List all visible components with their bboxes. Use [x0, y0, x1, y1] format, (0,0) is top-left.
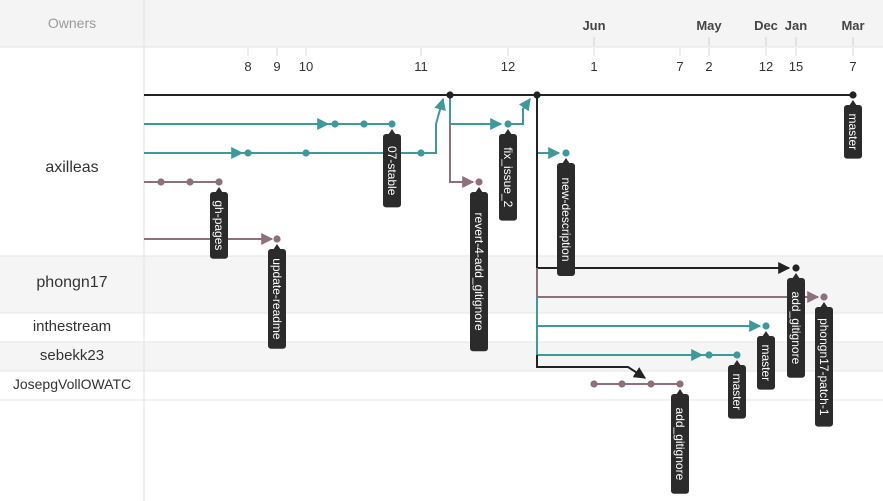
- day-label: 8: [244, 59, 251, 74]
- tag-pill: [499, 134, 517, 221]
- owner-phongn17[interactable]: phongn17: [36, 274, 108, 291]
- tag-pointer: [215, 187, 223, 193]
- branch-edge: [421, 97, 446, 154]
- tag-pointer: [676, 389, 684, 395]
- tag-pill: [728, 365, 746, 419]
- commit-dot: [590, 380, 598, 388]
- commit-dot: [618, 380, 626, 388]
- owner-axilleas[interactable]: axilleas: [45, 159, 99, 176]
- tag-pill: [844, 105, 862, 159]
- tag-phongn17-patch-1[interactable]: phongn17-patch-1: [817, 318, 831, 416]
- owner-josepgvollowatc[interactable]: JosepgVollOWATC: [12, 376, 132, 392]
- tag-pointer: [849, 100, 857, 106]
- commit-dot: [157, 178, 165, 186]
- day-label: 2: [705, 59, 712, 74]
- tag-master-axilleas[interactable]: master: [846, 113, 860, 150]
- row-band-phongn17: [0, 256, 883, 313]
- tag-pill: [671, 394, 689, 494]
- commit-dot: [676, 380, 684, 388]
- month-label: Mar: [841, 18, 864, 33]
- day-label: 7: [676, 59, 683, 74]
- commit-dot: [331, 120, 339, 128]
- commit-dot: [388, 120, 396, 128]
- month-label: May: [696, 18, 722, 33]
- tag-update-readme[interactable]: update-readme: [270, 258, 284, 340]
- commit-dot: [475, 178, 483, 186]
- tag-pointer: [820, 302, 828, 308]
- commit-dot: [533, 91, 541, 99]
- day-label: 9: [273, 59, 280, 74]
- tag-07-stable[interactable]: 07-stable: [385, 146, 399, 196]
- day-label: 10: [299, 59, 313, 74]
- branch-edge: [536, 355, 647, 379]
- commit-dot: [849, 91, 857, 99]
- branch-edge: [449, 124, 475, 188]
- commit-dot: [244, 149, 252, 157]
- commit-dot: [302, 149, 310, 157]
- day-label: 15: [789, 59, 803, 74]
- tag-pointer: [388, 129, 396, 135]
- tag-pointer: [792, 273, 800, 279]
- tag-revert-4-add-gitignore[interactable]: revert-4-add_gitignore: [472, 213, 486, 331]
- tag-gh-pages[interactable]: gh-pages: [212, 200, 226, 250]
- tag-pill: [383, 134, 401, 208]
- commit-dot: [647, 380, 655, 388]
- day-label: 12: [759, 59, 773, 74]
- tag-pill: [815, 307, 833, 427]
- owner-inthestream[interactable]: inthestream: [32, 318, 112, 335]
- branch-edge: [508, 98, 531, 125]
- month-label: Jun: [582, 18, 605, 33]
- branch-edge: [449, 95, 503, 130]
- tag-add-gitignore-josepg[interactable]: add_gitignore: [673, 408, 687, 481]
- tag-pill: [470, 192, 488, 352]
- commit-dot: [792, 264, 800, 272]
- tag-pointer: [562, 158, 570, 164]
- tag-pill: [787, 278, 805, 378]
- day-label: 12: [501, 59, 515, 74]
- month-label: Jan: [785, 18, 807, 33]
- tag-master-inthestream[interactable]: master: [759, 344, 773, 381]
- commit-dot: [562, 149, 570, 157]
- branch-edge: [536, 95, 561, 159]
- owner-sebekk23[interactable]: sebekk23: [39, 347, 105, 364]
- tag-add-gitignore-phongn17[interactable]: add_gitignore: [789, 292, 803, 365]
- commit-dot: [186, 178, 194, 186]
- tag-pointer: [733, 360, 741, 366]
- day-label: 11: [414, 59, 428, 74]
- commit-dot: [705, 351, 713, 359]
- tag-pointer: [762, 331, 770, 337]
- tag-pointer: [475, 187, 483, 193]
- commit-dot: [273, 235, 281, 243]
- tag-master-sebekk23[interactable]: master: [730, 373, 744, 410]
- commit-dot: [446, 91, 454, 99]
- commit-dot: [417, 149, 425, 157]
- tag-pill: [268, 249, 286, 349]
- commit-dot: [504, 120, 512, 128]
- commit-dot: [215, 178, 223, 186]
- commit-dot: [733, 351, 741, 359]
- tag-pointer: [504, 129, 512, 135]
- tag-new-description[interactable]: new-description: [559, 177, 573, 261]
- month-label: Dec: [754, 18, 778, 33]
- day-label: 1: [590, 59, 597, 74]
- tag-pointer: [273, 244, 281, 250]
- header-band: [0, 0, 883, 47]
- tag-fix-issue-2[interactable]: fix_issue_2: [501, 147, 515, 207]
- commit-dot: [360, 120, 368, 128]
- tag-pill: [757, 336, 775, 390]
- owners-header: Owners: [47, 15, 97, 31]
- day-label: 7: [849, 59, 856, 74]
- commit-dot: [762, 322, 770, 330]
- commit-dot: [820, 293, 828, 301]
- tag-pill: [557, 163, 575, 276]
- tag-pill: [210, 192, 228, 259]
